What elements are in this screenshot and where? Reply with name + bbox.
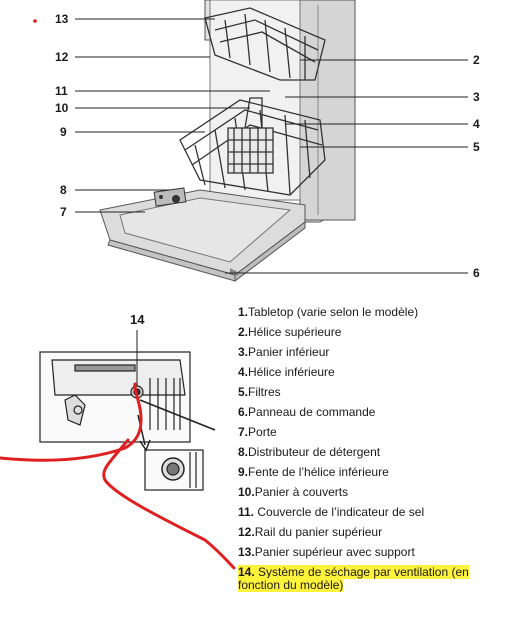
legend-item-7: 7.Porte	[238, 425, 277, 439]
callout-2: 2	[473, 53, 480, 67]
legend-item-14-highlight: 14. Système de séchage par ventilation (…	[238, 565, 469, 592]
callout-11: 11	[55, 84, 68, 98]
legend-item-13: 13.Panier supérieur avec support	[238, 545, 415, 559]
callout-8: 8	[60, 183, 67, 197]
legend-item-8: 8.Distributeur de détergent	[238, 445, 381, 459]
callout-12: 12	[55, 50, 69, 64]
detail-label-14: 14	[130, 312, 145, 327]
legend-item-6: 6.Panneau de commande	[238, 405, 376, 419]
callout-7: 7	[60, 205, 67, 219]
legend-item-3: 3.Panier inférieur	[238, 345, 330, 359]
legend-item-9: 9.Fente de l’hélice inférieure	[238, 465, 389, 479]
callout-3: 3	[473, 90, 480, 104]
legend-item-12: 12.Rail du panier supérieur	[238, 525, 383, 539]
legend-item-11: 11. Couvercle de l’indicateur de sel	[238, 505, 425, 519]
callout-4: 4	[473, 117, 480, 131]
callout-9: 9	[60, 125, 67, 139]
legend-item-2: 2.Hélice supérieure	[238, 325, 342, 339]
legend-item-4: 4.Hélice inférieure	[238, 365, 335, 379]
legend-item-1: 1.Tabletop (varie selon le modèle)	[238, 305, 419, 319]
callout-13: 13	[55, 12, 69, 26]
callout-10: 10	[55, 101, 69, 115]
legend-item-10: 10.Panier à couverts	[238, 485, 349, 499]
legend-item-14: 14. Système de séchage par ventilation (…	[238, 565, 508, 592]
callout-6: 6	[473, 266, 480, 280]
callout-5: 5	[473, 140, 480, 154]
legend-item-5: 5.Filtres	[238, 385, 281, 399]
